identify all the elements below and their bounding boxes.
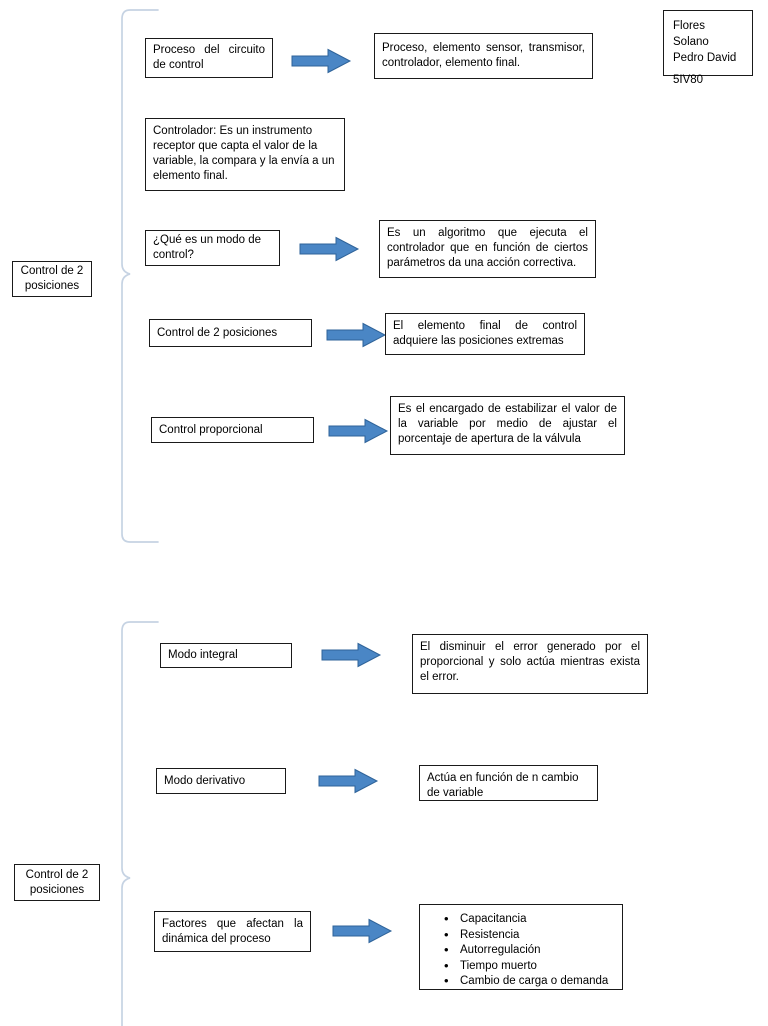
factores-list: Capacitancia Resistencia Autorregulación… — [426, 911, 616, 990]
list-item: Cambio de carga o demanda — [444, 973, 616, 990]
bracket-bottom — [121, 621, 159, 1026]
prompt-text: Modo derivativo — [164, 774, 246, 787]
right-arrow-icon — [321, 642, 382, 668]
prompt-box-control-2-posiciones: Control de 2 posiciones — [149, 319, 312, 347]
prompt-box-modo-derivativo: Modo derivativo — [156, 768, 286, 794]
prompt-text: Modo integral — [168, 649, 238, 661]
prompt-box-control-proporcional: Control proporcional — [151, 417, 314, 443]
author-card: Flores Solano Pedro David 5IV80 — [663, 10, 753, 86]
root-label-top-text: Control de 2 posiciones — [20, 265, 84, 292]
author-name-line2: Pedro David — [673, 52, 737, 64]
right-arrow-icon — [318, 768, 379, 794]
right-arrow-icon — [299, 236, 360, 262]
answer-box-factores-dinamica: Capacitancia Resistencia Autorregulación… — [419, 904, 623, 990]
author-card-spacer — [673, 66, 743, 72]
root-label-bottom-text: Control de 2 posiciones — [25, 868, 89, 896]
list-item: Capacitancia — [444, 911, 616, 928]
list-item: Autorregulación — [444, 942, 616, 959]
answer-box-control-proporcional: Es el encargado de estabilizar el valor … — [390, 396, 625, 455]
right-arrow-icon — [291, 48, 352, 74]
author-name-line1: Flores Solano — [673, 20, 709, 48]
prompt-box-factores-dinamica: Factores que afectan la dinámica del pro… — [154, 911, 311, 952]
answer-box-modo-integral: El disminuir el error generado por el pr… — [412, 634, 648, 694]
bracket-top — [121, 9, 159, 543]
answer-text: Actúa en función de n cambio de variable — [427, 772, 579, 799]
prompt-text: Controlador: Es un instrumento receptor … — [153, 125, 335, 182]
answer-box-modo-derivativo: Actúa en función de n cambio de variable — [419, 765, 598, 801]
root-label-bottom: Control de 2 posiciones — [14, 864, 100, 901]
list-item: Tiempo muerto — [444, 958, 616, 975]
answer-box-proceso-circuito: Proceso, elemento sensor, transmisor, co… — [374, 33, 593, 79]
prompt-text: Factores que afectan la dinámica del pro… — [162, 917, 303, 945]
prompt-text: Control de 2 posiciones — [157, 326, 278, 339]
answer-text: Es el encargado de estabilizar el valor … — [398, 403, 617, 445]
prompt-box-modo-control: ¿Qué es un modo de control? — [145, 230, 280, 266]
prompt-text: Control proporcional — [159, 423, 263, 436]
prompt-box-modo-integral: Modo integral — [160, 643, 292, 668]
prompt-text: ¿Qué es un modo de control? — [153, 234, 262, 261]
prompt-text: Proceso del circuito de control — [153, 44, 265, 71]
prompt-box-controlador: Controlador: Es un instrumento receptor … — [145, 118, 345, 191]
answer-text: El disminuir el error generado por el pr… — [420, 641, 640, 683]
author-group: 5IV80 — [673, 74, 704, 86]
right-arrow-icon — [328, 418, 389, 444]
answer-text: Es un algoritmo que ejecuta el controlad… — [387, 227, 588, 269]
answer-text: Proceso, elemento sensor, transmisor, co… — [382, 42, 585, 69]
answer-text: El elemento final de control adquiere la… — [393, 320, 577, 347]
prompt-box-proceso-circuito: Proceso del circuito de control — [145, 38, 273, 78]
right-arrow-icon — [326, 322, 387, 348]
root-label-top: Control de 2 posiciones — [12, 261, 92, 297]
answer-box-control-2-posiciones: El elemento final de control adquiere la… — [385, 313, 585, 355]
list-item: Resistencia — [444, 927, 616, 944]
right-arrow-icon — [332, 918, 393, 944]
answer-box-modo-control: Es un algoritmo que ejecuta el controlad… — [379, 220, 596, 278]
